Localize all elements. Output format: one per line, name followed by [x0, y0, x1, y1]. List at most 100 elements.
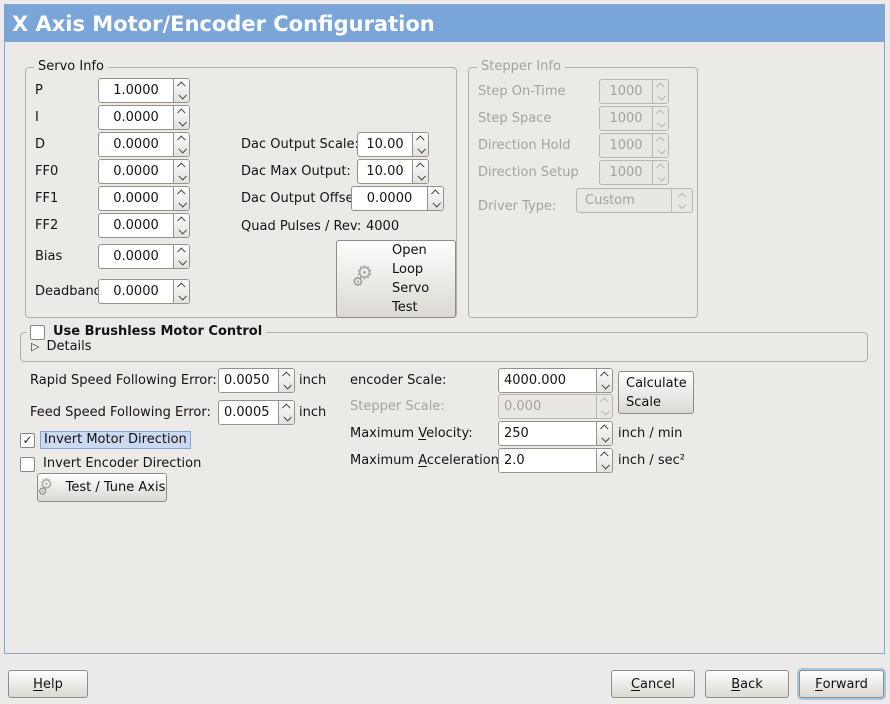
- direction-hold-input: 1000: [599, 133, 669, 158]
- rapid-following-error-input[interactable]: 0.0050: [218, 368, 295, 393]
- ff0-input[interactable]: 0.0000: [98, 159, 190, 184]
- brushless-checkbox-label[interactable]: Use Brushless Motor Control: [53, 324, 263, 339]
- gears-icon: ⚙⚙: [38, 475, 61, 499]
- spin-up-icon[interactable]: [413, 160, 428, 172]
- ff2-value: 0.0000: [113, 218, 159, 233]
- spin-up-icon[interactable]: [174, 106, 189, 118]
- spin-down-icon[interactable]: [597, 434, 612, 446]
- spin-up-icon[interactable]: [174, 214, 189, 226]
- page-title: X Axis Motor/Encoder Configuration: [5, 5, 884, 42]
- spin-down-icon[interactable]: [597, 381, 612, 393]
- spin-up-icon[interactable]: [174, 79, 189, 91]
- spin-down-icon[interactable]: [428, 199, 443, 211]
- cancel-button-rest: ancel: [640, 676, 676, 692]
- servo-info-frame: Servo Info P I D FF0 FF1 FF2 Bias Deadba…: [25, 59, 457, 318]
- ff1-input[interactable]: 0.0000: [98, 186, 190, 211]
- feed-following-error-label: Feed Speed Following Error:: [30, 405, 211, 420]
- spin-up-icon[interactable]: [597, 449, 612, 461]
- spin-down-icon: [653, 173, 668, 185]
- spin-up-icon: [653, 107, 668, 119]
- spin-up-icon[interactable]: [174, 133, 189, 145]
- spin-up-icon[interactable]: [597, 369, 612, 381]
- dac-output-offset-input[interactable]: 0.0000: [351, 186, 444, 211]
- max-acceleration-input[interactable]: 2.0: [498, 448, 613, 473]
- brushless-checkbox[interactable]: [30, 324, 45, 340]
- spin-up-icon[interactable]: [174, 187, 189, 199]
- spin-down-icon[interactable]: [413, 172, 428, 184]
- servo-info-frame-title: Servo Info: [34, 59, 108, 75]
- spin-down-icon[interactable]: [174, 292, 189, 304]
- spin-down-icon[interactable]: [174, 91, 189, 103]
- open-loop-servo-test-button[interactable]: ⚙⚙ Open Loop Servo Test: [336, 240, 456, 318]
- details-expander[interactable]: ▷ Details: [31, 339, 92, 354]
- test-tune-axis-button[interactable]: ⚙⚙ Test / Tune Axis: [37, 473, 167, 502]
- spin-down-icon[interactable]: [279, 381, 294, 393]
- dac-output-scale-input[interactable]: 10.00: [357, 132, 429, 157]
- bias-input[interactable]: 0.0000: [98, 244, 190, 269]
- help-button-mnemonic: H: [33, 676, 43, 692]
- p-value: 1.0000: [113, 83, 159, 98]
- spinner-buttons: [278, 369, 294, 392]
- spin-down-icon[interactable]: [413, 145, 428, 157]
- invert-encoder-label[interactable]: Invert Encoder Direction: [43, 456, 202, 471]
- spin-up-icon[interactable]: [174, 245, 189, 257]
- encoder-scale-input[interactable]: 4000.000: [498, 368, 613, 393]
- ff1-label: FF1: [35, 191, 59, 206]
- spin-down-icon[interactable]: [597, 461, 612, 473]
- ff2-label: FF2: [35, 218, 59, 233]
- spin-up-icon[interactable]: [597, 422, 612, 434]
- expander-triangle-icon: ▷: [31, 340, 40, 353]
- gear-glyph-small: ⚙: [352, 275, 364, 290]
- spin-down-icon[interactable]: [174, 145, 189, 157]
- assistant-content-frame: X Axis Motor/Encoder Configuration Servo…: [4, 4, 885, 654]
- max-velocity-unit: inch / min: [618, 426, 683, 441]
- spin-up-icon[interactable]: [174, 160, 189, 172]
- max-acceleration-label-mnemonic: A: [418, 453, 427, 468]
- feed-following-error-input[interactable]: 0.0005: [218, 400, 295, 425]
- spin-up-icon[interactable]: [279, 369, 294, 381]
- deadband-input[interactable]: 0.0000: [98, 279, 190, 304]
- spinner-buttons: [412, 160, 428, 183]
- spinner-buttons: [173, 214, 189, 237]
- spin-up-icon[interactable]: [279, 401, 294, 413]
- calculate-scale-button[interactable]: Calculate Scale: [618, 371, 694, 414]
- invert-encoder-checkbox[interactable]: [20, 457, 35, 472]
- i-value: 0.0000: [113, 110, 159, 125]
- max-acceleration-value: 2.0: [504, 453, 525, 468]
- max-velocity-label-mnemonic: V: [418, 426, 427, 441]
- p-label: P: [35, 83, 43, 98]
- spin-down-icon[interactable]: [174, 257, 189, 269]
- spinner-buttons: [173, 133, 189, 156]
- spinner-buttons: [278, 401, 294, 424]
- driver-type-label: Driver Type:: [478, 199, 557, 214]
- max-velocity-input[interactable]: 250: [498, 421, 613, 446]
- i-input[interactable]: 0.0000: [98, 105, 190, 130]
- spin-down-icon[interactable]: [279, 413, 294, 425]
- d-input[interactable]: 0.0000: [98, 132, 190, 157]
- ff2-input[interactable]: 0.0000: [98, 213, 190, 238]
- spin-up-icon[interactable]: [413, 133, 428, 145]
- invert-motor-checkbox[interactable]: ✓: [20, 433, 35, 448]
- spin-down-icon: [653, 119, 668, 131]
- spin-down-icon[interactable]: [174, 199, 189, 211]
- invert-motor-label[interactable]: Invert Motor Direction: [40, 431, 191, 449]
- forward-button-rest: orward: [822, 676, 868, 692]
- encoder-scale-value: 4000.000: [504, 373, 567, 388]
- spinner-buttons: [596, 422, 612, 445]
- deadband-label: Deadband: [35, 284, 102, 299]
- spin-up-icon[interactable]: [174, 280, 189, 292]
- spinner-buttons: [173, 160, 189, 183]
- spin-down-icon[interactable]: [174, 172, 189, 184]
- spin-down-icon[interactable]: [174, 226, 189, 238]
- feed-following-error-value: 0.0005: [224, 405, 270, 420]
- spin-up-icon[interactable]: [428, 187, 443, 199]
- p-input[interactable]: 1.0000: [98, 78, 190, 103]
- spin-down-icon[interactable]: [174, 118, 189, 130]
- spinner-buttons: [652, 107, 668, 130]
- dac-max-output-input[interactable]: 10.00: [357, 159, 429, 184]
- feed-following-error-unit: inch: [299, 405, 327, 420]
